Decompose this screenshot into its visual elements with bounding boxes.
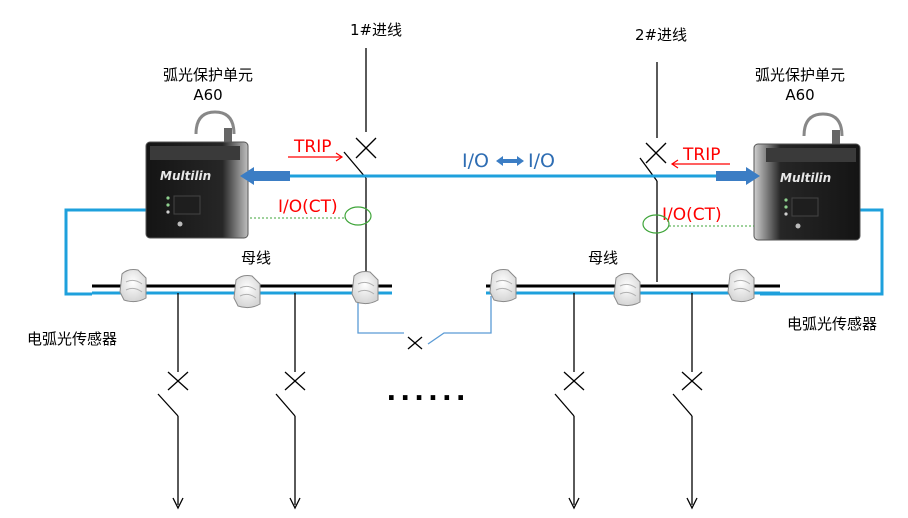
device-brand-left: Multilin [160, 169, 211, 183]
sensor-label-right: 电弧光传感器 [787, 315, 877, 333]
incoming-line-1 [343, 48, 377, 282]
sensor-label-left: 电弧光传感器 [27, 330, 117, 348]
feeder-4 [672, 293, 703, 510]
incoming-line-2 [639, 62, 667, 282]
protection-unit-left: Multilin [145, 110, 249, 239]
busbar-label-left: 母线 [241, 249, 271, 267]
trip-label-right: TRIP [682, 145, 720, 165]
ct-right-icon [642, 214, 670, 234]
busbar-label-right: 母线 [588, 249, 618, 267]
arc-sensor [233, 275, 261, 309]
fiber-loop-right [760, 208, 884, 296]
unit-left-model: A60 [193, 86, 222, 104]
bidirectional-arrow-icon [496, 156, 524, 166]
feeder-2 [275, 293, 306, 510]
ct-left-icon [344, 206, 372, 226]
arc-sensor [613, 273, 641, 307]
arc-sensor [351, 271, 379, 305]
device-brand-right: Multilin [780, 171, 831, 185]
io-label-left: I/O [462, 150, 489, 172]
io-ct-label-left: I/O(CT) [278, 197, 338, 217]
unit-left-title: 弧光保护单元 [163, 66, 253, 84]
io-label-right: I/O [528, 150, 555, 172]
bus-tie [357, 296, 492, 350]
arc-sensor [727, 269, 755, 303]
io-arrow-left-icon [240, 167, 290, 185]
unit-right-title: 弧光保护单元 [755, 66, 845, 84]
arc-sensor [489, 269, 517, 303]
feeder-3 [554, 293, 585, 510]
trip-label-left: TRIP [293, 137, 331, 157]
io-ct-label-right: I/O(CT) [662, 205, 722, 225]
incoming-1-label: 1#进线 [350, 21, 402, 39]
fiber-loop-left [64, 208, 146, 296]
protection-unit-right: Multilin [753, 112, 861, 241]
unit-right-model: A60 [785, 86, 814, 104]
io-arrow-right-icon [716, 167, 760, 185]
arc-sensor [119, 269, 147, 303]
feeder-ellipsis: ...... [386, 377, 469, 407]
incoming-2-label: 2#进线 [635, 26, 687, 44]
feeder-1 [157, 293, 189, 510]
trip-arrow-right-icon [670, 159, 730, 169]
trip-arrow-left-icon [288, 152, 344, 162]
